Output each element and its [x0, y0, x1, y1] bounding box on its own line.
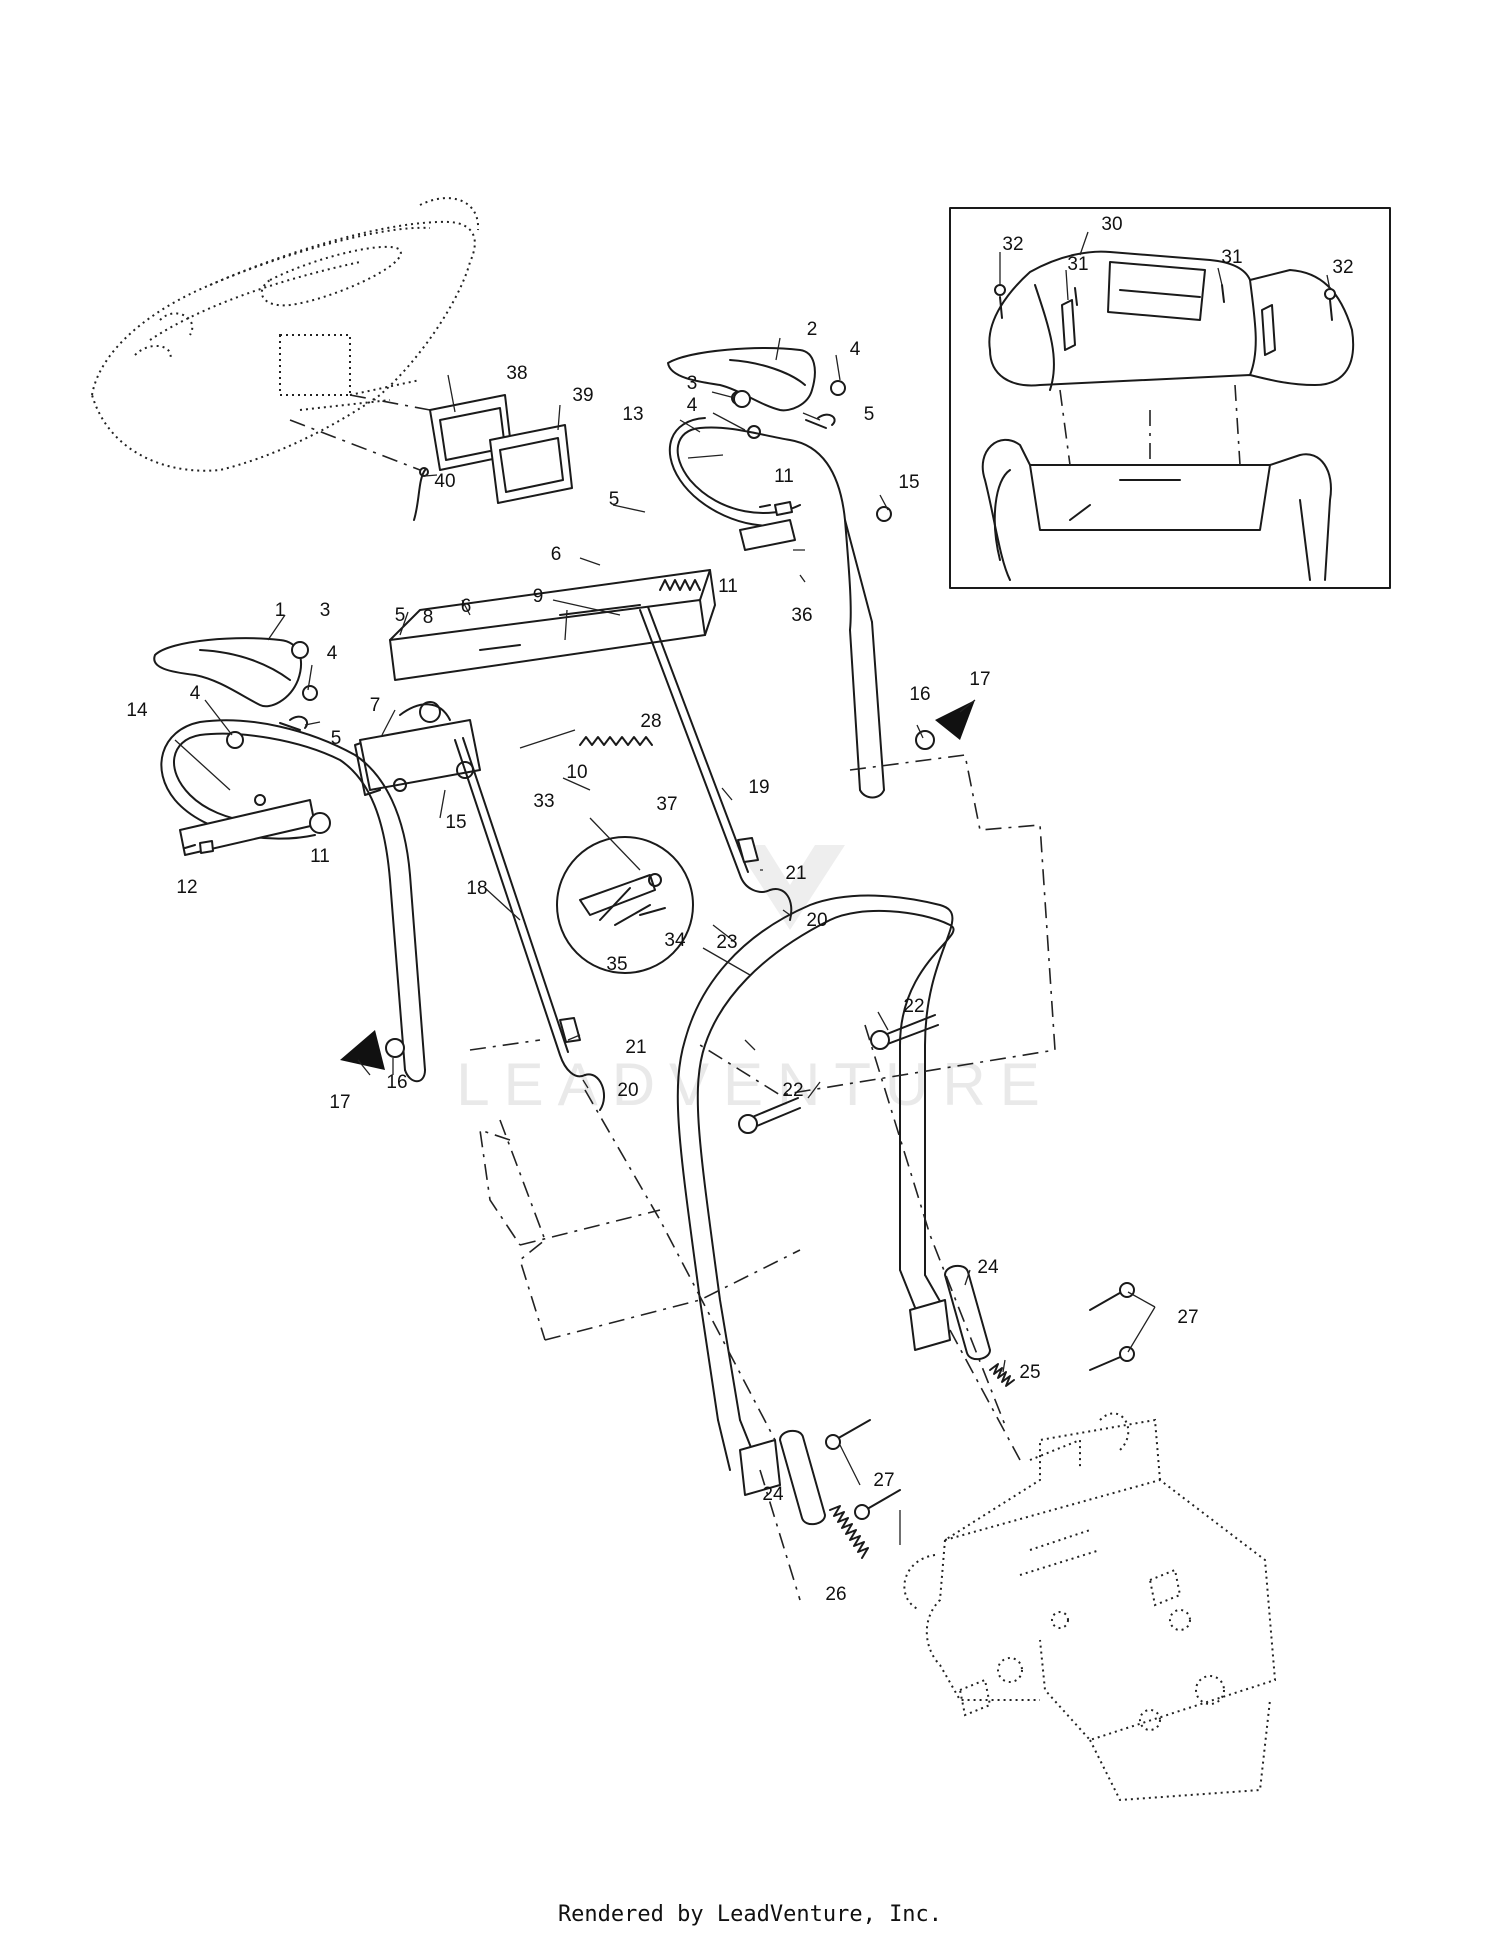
- springs-upper: [579, 579, 701, 746]
- callout-12: 12: [176, 877, 197, 898]
- control-rods: [454, 606, 793, 1111]
- callout-25: 25: [1019, 1362, 1040, 1383]
- callout-35: 35: [606, 954, 627, 975]
- callout-10: 10: [566, 762, 587, 783]
- callout-17b: 17: [329, 1092, 350, 1113]
- callout-8: 8: [423, 607, 434, 628]
- callout-27a: 27: [1177, 1307, 1198, 1328]
- callout-11c: 11: [310, 846, 330, 867]
- control-panel-left: [153, 637, 318, 731]
- upper-handle-left: [160, 719, 426, 1083]
- callout-36: 36: [791, 605, 812, 626]
- callout-31a: 31: [1067, 254, 1088, 275]
- callout-4d: 4: [190, 683, 201, 704]
- frame-reference: [903, 1412, 1277, 1802]
- callout-1: 1: [275, 600, 286, 621]
- callout-38: 38: [506, 363, 527, 384]
- callout-28: 28: [640, 711, 661, 732]
- callout-5a: 5: [864, 404, 875, 425]
- alignment-lines: [469, 754, 1056, 1601]
- leader-lines: [174, 231, 1331, 1545]
- callout-3b: 3: [320, 600, 331, 621]
- callout-5c: 5: [395, 605, 406, 626]
- callout-7: 7: [370, 695, 381, 716]
- headlight-assembly: [413, 394, 573, 521]
- callout-labels: 1 2 3 3 4 4 4 4 5 5 5 5 6 6 7 8 9 10 11 …: [126, 214, 1353, 1605]
- callout-13: 13: [622, 404, 643, 425]
- lower-handle: [676, 894, 955, 1496]
- callout-22b: 22: [782, 1080, 803, 1101]
- callout-15a: 15: [898, 472, 919, 493]
- callout-9: 9: [533, 586, 544, 607]
- callout-24b: 24: [762, 1484, 784, 1505]
- callout-17a: 17: [969, 669, 990, 690]
- knobs: [340, 700, 975, 1070]
- callout-6a: 6: [551, 544, 562, 565]
- callout-15b: 15: [445, 812, 466, 833]
- callout-30: 30: [1101, 214, 1122, 235]
- callout-20b: 20: [617, 1080, 638, 1101]
- callout-4b: 4: [687, 395, 698, 416]
- callout-5b: 5: [609, 489, 620, 510]
- callout-16b: 16: [386, 1072, 407, 1093]
- callout-18: 18: [466, 878, 487, 899]
- callout-11a: 11: [774, 466, 794, 487]
- upper-handle-right: [668, 417, 892, 799]
- callout-4c: 4: [327, 643, 338, 664]
- inset-detail: [949, 207, 1391, 589]
- callout-34: 34: [664, 930, 686, 951]
- sleeves-and-springs: [779, 1264, 1015, 1559]
- callout-21a: 21: [785, 863, 806, 884]
- callout-11b: 11: [718, 576, 738, 597]
- callout-5d: 5: [331, 728, 342, 749]
- callout-4a: 4: [850, 339, 861, 360]
- callout-32a: 32: [1002, 234, 1023, 255]
- callout-22a: 22: [903, 996, 924, 1017]
- callout-23: 23: [716, 932, 737, 953]
- callout-14: 14: [126, 700, 148, 721]
- callout-32b: 32: [1332, 257, 1353, 278]
- callout-24a: 24: [977, 1257, 999, 1278]
- watermark-text: LEADVENTURE: [456, 1051, 1053, 1118]
- callout-21b: 21: [625, 1037, 646, 1058]
- callout-20a: 20: [806, 910, 827, 931]
- callout-27b: 27: [873, 1470, 894, 1491]
- callout-37: 37: [656, 794, 677, 815]
- callout-33: 33: [533, 791, 554, 812]
- watermark: LEADVENTURE: [456, 845, 1053, 1118]
- callout-6b: 6: [461, 596, 472, 617]
- callout-39: 39: [572, 385, 593, 406]
- callout-26: 26: [825, 1584, 846, 1605]
- bolts: [738, 1014, 1135, 1520]
- callout-16a: 16: [909, 684, 930, 705]
- engine-housing-reference: [90, 197, 480, 472]
- callout-19: 19: [748, 777, 769, 798]
- callout-31b: 31: [1221, 247, 1242, 268]
- callout-2: 2: [807, 319, 818, 340]
- callout-3a: 3: [687, 373, 698, 394]
- footer-credit: Rendered by LeadVenture, Inc.: [557, 1902, 943, 1927]
- detail-bubble: [556, 836, 694, 974]
- callout-40: 40: [434, 471, 455, 492]
